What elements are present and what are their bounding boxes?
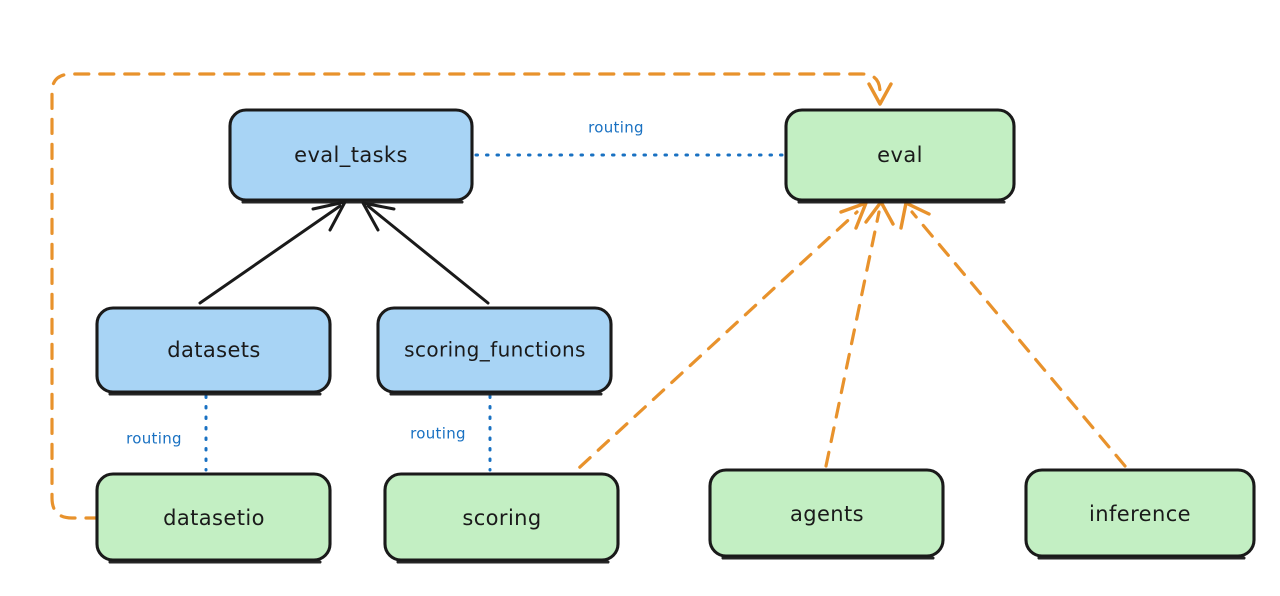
node-datasetio[interactable]: datasetio [95, 472, 332, 564]
edge-label-routing-datasetio: routing [126, 430, 182, 448]
node-eval-tasks[interactable]: eval_tasks [228, 108, 474, 204]
edge-scoring-functions-eval-tasks [361, 201, 490, 305]
node-scoring[interactable]: scoring [383, 472, 620, 564]
node-agents[interactable]: agents [708, 468, 945, 560]
edge-datasetio-eval [50, 72, 893, 520]
node-label-inference: inference [1089, 502, 1191, 526]
edge-eval-tasks-eval-routing: routing [474, 119, 784, 157]
node-datasets[interactable]: datasets [95, 306, 332, 396]
node-inference[interactable]: inference [1024, 468, 1256, 560]
node-label-agents: agents [790, 502, 864, 526]
node-label-eval: eval [877, 143, 923, 167]
node-label-datasets: datasets [167, 338, 261, 362]
node-label-eval-tasks: eval_tasks [294, 143, 408, 168]
edge-inference-eval [899, 201, 1127, 468]
edge-agents-eval [824, 200, 895, 468]
edge-label-routing-scoring: routing [410, 425, 466, 443]
node-label-scoring: scoring [462, 506, 541, 530]
edge-datasets-datasetio-routing: routing [126, 394, 208, 472]
node-label-scoring-functions: scoring_functions [404, 338, 586, 362]
edge-scoring-functions-scoring-routing: routing [410, 394, 492, 472]
node-eval[interactable]: eval [784, 108, 1016, 204]
edge-label-routing-eval: routing [588, 119, 644, 137]
node-label-datasetio: datasetio [163, 506, 265, 530]
node-scoring-functions[interactable]: scoring_functions [376, 306, 613, 396]
edge-datasets-eval-tasks [198, 200, 347, 305]
